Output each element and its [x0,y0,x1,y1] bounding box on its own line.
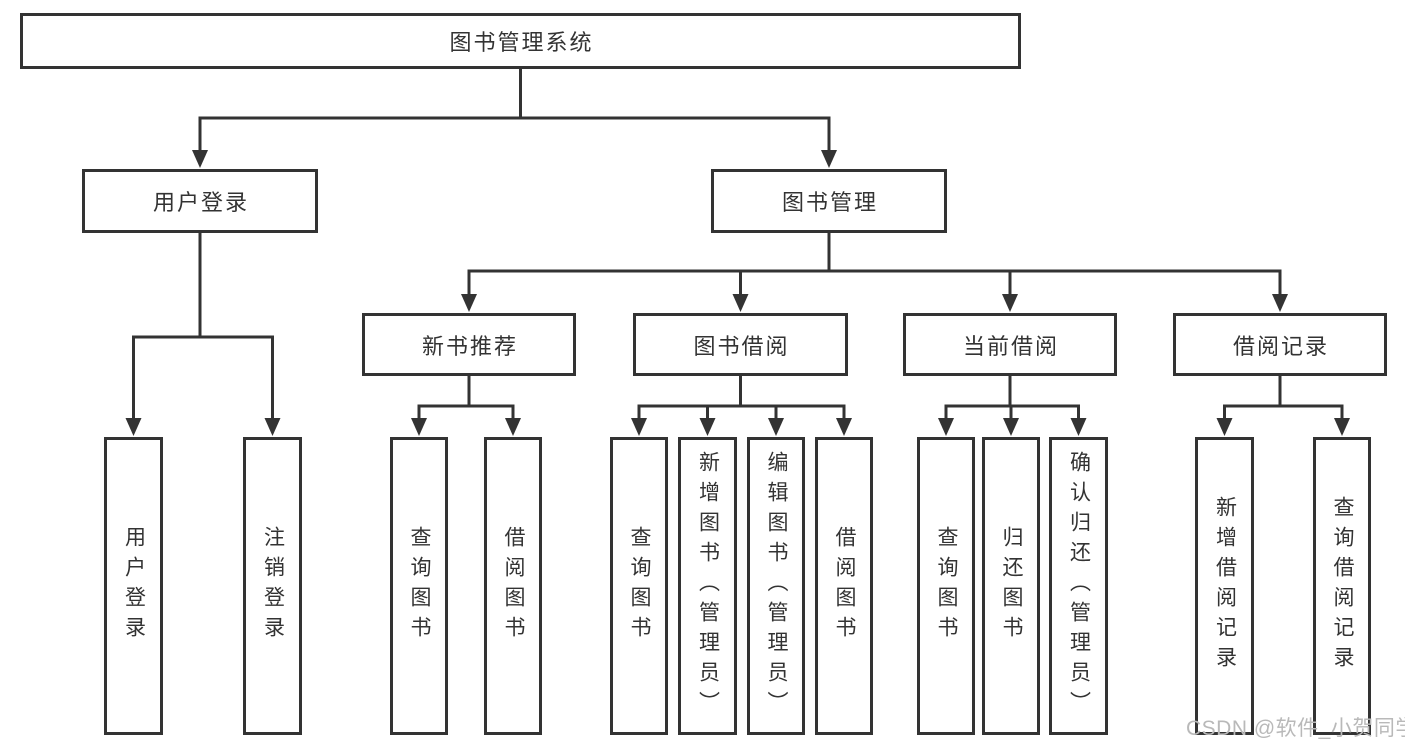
node-label: 当前借阅 [962,333,1059,359]
node-label: 新书推荐 [421,333,518,359]
node-user-login: 用户登录 [82,169,318,233]
node-leaf-confirm-return: 确认归还（管理员） [1049,437,1108,735]
node-leaf-return-books: 归还图书 [982,437,1040,735]
node-leaf-edit-books: 编辑图书（管理员） [747,437,805,735]
node-label: 图书借阅 [693,333,790,359]
node-label: 确认归还（管理员） [1067,451,1091,721]
node-leaf-user-login: 用户登录 [104,437,163,735]
node-book-borrow: 图书借阅 [633,313,848,376]
node-label: 查询借阅记录 [1331,496,1354,676]
node-label: 查询图书 [628,526,651,646]
node-label: 查询图书 [408,526,431,646]
node-label: 归还图书 [1000,526,1023,646]
node-leaf-query-books-current: 查询图书 [917,437,975,735]
node-leaf-query-books-rec: 查询图书 [390,437,448,735]
node-new-book-rec: 新书推荐 [362,313,576,376]
node-leaf-add-books: 新增图书（管理员） [678,437,737,735]
node-label: 用户登录 [152,190,249,215]
node-leaf-query-books-borrow: 查询图书 [610,437,668,735]
node-label: 编辑图书（管理员） [765,451,788,721]
node-label: 图书管理系统 [449,30,594,55]
node-borrow-records: 借阅记录 [1173,313,1387,376]
node-label: 注销登录 [261,526,285,646]
node-label: 查询图书 [935,526,958,646]
node-label: 用户登录 [122,526,146,646]
node-label: 新增图书（管理员） [696,451,720,721]
node-leaf-query-borrow-record: 查询借阅记录 [1313,437,1371,735]
node-leaf-logout: 注销登录 [243,437,302,735]
node-label: 图书管理 [781,190,878,215]
node-label: 借阅图书 [502,526,525,646]
node-label: 借阅图书 [833,526,856,646]
watermark-text: CSDN @软件_小贺同学 [1186,717,1405,740]
node-leaf-borrow-books-rec: 借阅图书 [484,437,542,735]
node-system: 图书管理系统 [20,13,1021,69]
node-leaf-add-borrow-record: 新增借阅记录 [1195,437,1254,735]
node-current-borrow: 当前借阅 [903,313,1117,376]
node-label: 新增借阅记录 [1213,496,1237,676]
node-label: 借阅记录 [1232,333,1329,359]
node-leaf-borrow-books: 借阅图书 [815,437,873,735]
node-book-mgmt: 图书管理 [711,169,947,233]
